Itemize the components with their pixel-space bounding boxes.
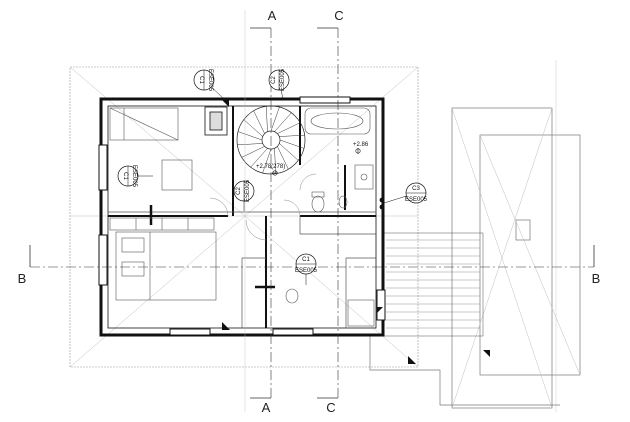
washbasin bbox=[354, 164, 374, 190]
windows bbox=[98, 96, 386, 336]
door-swings bbox=[209, 173, 317, 241]
corner-markers bbox=[221, 99, 490, 364]
section-label-a-bottom: A bbox=[262, 400, 271, 415]
section-label-c-bottom: C bbox=[326, 400, 335, 415]
svg-text:ESE005: ESE005 bbox=[295, 268, 318, 274]
svg-text:C2: C2 bbox=[236, 187, 242, 195]
svg-text:C1: C1 bbox=[302, 257, 310, 263]
svg-text:ESE005: ESE005 bbox=[245, 179, 251, 202]
stair-tread bbox=[274, 148, 277, 174]
bed-upper-left bbox=[109, 107, 179, 141]
stair-tread bbox=[277, 122, 301, 134]
stair-tread bbox=[277, 146, 289, 170]
wardrobe bbox=[109, 217, 215, 231]
bidet bbox=[338, 195, 348, 209]
section-label-a-top: A bbox=[268, 8, 277, 23]
svg-text:ESE005: ESE005 bbox=[405, 197, 428, 203]
stair-chimney bbox=[204, 106, 228, 136]
tag-c1-top: C1 ESE005 bbox=[193, 69, 225, 100]
stair-tread bbox=[241, 146, 265, 158]
stair-tread bbox=[270, 106, 280, 132]
stair-tread bbox=[237, 143, 263, 146]
roof-outline bbox=[69, 66, 419, 368]
wc-small bbox=[285, 288, 299, 304]
stair-treads bbox=[237, 106, 305, 174]
stair-tread bbox=[279, 143, 299, 161]
exterior-walls bbox=[99, 97, 385, 337]
stair-tread bbox=[262, 148, 272, 174]
svg-text:C2: C2 bbox=[271, 76, 277, 84]
svg-text:C1: C1 bbox=[122, 172, 128, 180]
svg-text:ESE005: ESE005 bbox=[131, 165, 137, 188]
svg-text:+2.86: +2.86 bbox=[353, 142, 369, 148]
elevation-marker-stair: +2.78(278) bbox=[256, 164, 285, 176]
tag-c2-top: C2 ESE005 bbox=[268, 68, 290, 100]
adjacent-building bbox=[369, 107, 581, 409]
opening-marks bbox=[149, 205, 275, 289]
adjacent-building-diagonals bbox=[451, 107, 581, 409]
column-markers bbox=[379, 197, 385, 210]
tag-c2-mid: C2 ESE005 bbox=[233, 179, 255, 211]
desk bbox=[161, 159, 193, 191]
svg-text:C1: C1 bbox=[198, 76, 204, 84]
section-label-c-top: C bbox=[334, 8, 343, 23]
stair-tread bbox=[279, 139, 305, 149]
elevation-marker-upper: +2.86 bbox=[353, 142, 369, 154]
bathtub bbox=[304, 107, 371, 135]
stair-tread bbox=[279, 134, 305, 137]
tag-c3-right: C3 ESE005 bbox=[383, 182, 428, 204]
toilet bbox=[311, 191, 325, 213]
tag-c1-left: C1 ESE005 bbox=[117, 165, 153, 188]
section-label-b-left: B bbox=[18, 271, 27, 286]
stair-tread bbox=[274, 112, 292, 132]
svg-text:ESE005: ESE005 bbox=[280, 68, 286, 91]
stair-tread bbox=[237, 131, 263, 141]
svg-text:+2.78(278): +2.78(278) bbox=[256, 164, 285, 170]
terrace-steps bbox=[382, 232, 484, 337]
utility-counter bbox=[347, 299, 375, 327]
section-ticks bbox=[29, 27, 595, 399]
grid-lines-faint bbox=[244, 10, 557, 412]
svg-text:ESE005: ESE005 bbox=[207, 69, 213, 92]
terrace-step-lines bbox=[386, 239, 480, 329]
stair-tread bbox=[253, 110, 265, 134]
stair-tread bbox=[250, 148, 268, 168]
interior-thin-walls bbox=[108, 211, 376, 328]
double-bed bbox=[115, 231, 217, 301]
stair-tread bbox=[265, 106, 268, 132]
stair-tread bbox=[243, 119, 263, 137]
svg-text:C3: C3 bbox=[412, 186, 420, 192]
section-label-b-right: B bbox=[592, 271, 601, 286]
tag-c1-center: C1 ESE005 bbox=[295, 253, 318, 285]
